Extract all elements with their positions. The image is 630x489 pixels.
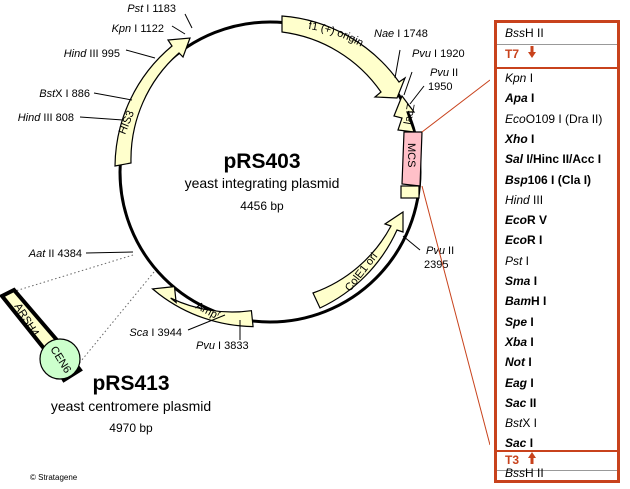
plasmid-size: 4456 bp <box>240 199 284 213</box>
mcs-box <box>401 131 423 187</box>
mcs-bottom-end: BssH II <box>505 466 544 480</box>
mcs-site-0: Kpn I <box>505 71 534 85</box>
mcs-site-5: Bsp106 I (Cla I) <box>505 172 592 187</box>
site-tick <box>394 49 401 79</box>
site-label-pvuii-1950-b: 1950 <box>428 81 452 93</box>
site-label-kpn-1122: Kpn I 1122 <box>112 23 164 35</box>
site-label-bstx-886: BstX I 886 <box>39 88 90 100</box>
mcs-site-3: Xho I <box>505 131 535 146</box>
site-label-pvuii-1950-a: Pvu II <box>430 67 458 79</box>
site-tick <box>409 85 425 105</box>
mcs-site-2: EcoO109 I (Dra II) <box>505 111 603 126</box>
mcs-site-15: Eag I <box>505 375 534 390</box>
mcs-site-16: Sac II <box>505 395 537 410</box>
site-tick <box>93 92 133 101</box>
site-label-nae-1748: Nae I 1748 <box>374 28 428 40</box>
mcs-site-10: Sma I <box>505 274 538 288</box>
mcs-site-4: Sal I/Hinc II/Acc I <box>505 152 602 167</box>
site-tick <box>79 116 124 121</box>
mcs-site-6: Hind III <box>505 192 544 207</box>
site-tick <box>184 13 193 29</box>
plasmid-map: f1 (+) origin HIS3 lacZ MCS ColE1 ori Am… <box>0 3 490 482</box>
site-label-hind-995: Hind III 995 <box>64 48 120 60</box>
mcs-site-13: Xba I <box>505 334 534 349</box>
site-label-aat-4384: Aat II 4384 <box>28 248 82 260</box>
plasmid-description: yeast integrating plasmid <box>185 175 340 191</box>
cole1-ori-arrow <box>312 210 404 309</box>
mcs-bracket-box <box>400 185 420 199</box>
mcs-site-8: EcoR I <box>505 233 543 248</box>
insert-guide-line <box>11 254 134 293</box>
mcs-site-7: EcoR V <box>505 213 548 228</box>
mcs-site-18: Sac I <box>505 436 534 451</box>
mcs-site-11: BamH I <box>505 294 547 309</box>
mcs-site-9: Pst I <box>505 253 530 268</box>
derivative-size: 4970 bp <box>109 421 153 435</box>
up-arrow-icon <box>527 451 537 469</box>
site-label-pvuii-2395-b: 2395 <box>424 259 448 271</box>
site-tick <box>403 71 413 96</box>
site-label-pst-1183: Pst I 1183 <box>127 3 176 15</box>
mcs-top-end: BssH II <box>505 26 544 40</box>
mcs-site-12: Spe I <box>505 314 534 329</box>
t3-promoter: T3 <box>497 451 617 469</box>
derivative-description: yeast centromere plasmid <box>51 398 211 414</box>
site-tick <box>402 235 421 251</box>
site-tick <box>171 25 186 35</box>
his3-arrow <box>114 37 191 167</box>
lacz-label: lacZ <box>402 103 417 126</box>
insert-guide-line <box>71 271 155 373</box>
lacz-arrow <box>393 94 416 133</box>
mcs-label: MCS <box>405 143 417 167</box>
t7-promoter: T7 <box>497 45 617 63</box>
down-arrow-icon <box>527 45 537 63</box>
mcs-site-17: BstX I <box>505 416 538 431</box>
mcs-connector-top <box>421 79 490 133</box>
plasmid-name: pRS403 <box>223 150 300 173</box>
site-label-pvu-1920: Pvu I 1920 <box>412 48 465 60</box>
cen6-circle <box>39 338 81 380</box>
f1-origin-arrow <box>281 15 407 99</box>
mcs-panel: BssH II T7 Kpn I Apa I EcoO109 I (Dra II) X… <box>494 20 620 483</box>
site-tick <box>125 49 156 59</box>
amp-arrow <box>151 285 254 328</box>
copyright: © Stratagene <box>30 473 78 482</box>
site-tick <box>187 314 226 331</box>
site-label-sca-3944: Sca I 3944 <box>129 327 182 339</box>
site-tick <box>85 251 134 254</box>
cole1-ori-label: ColE1 ori <box>343 251 380 294</box>
site-label-hind-808: Hind III 808 <box>18 112 74 124</box>
mcs-site-1: Apa I <box>505 91 535 106</box>
site-label-pvu-3833: Pvu I 3833 <box>196 340 249 352</box>
mcs-connector-bottom <box>421 185 490 446</box>
mcs-site-14: Not I <box>505 355 532 370</box>
derivative-name: pRS413 <box>92 372 169 395</box>
